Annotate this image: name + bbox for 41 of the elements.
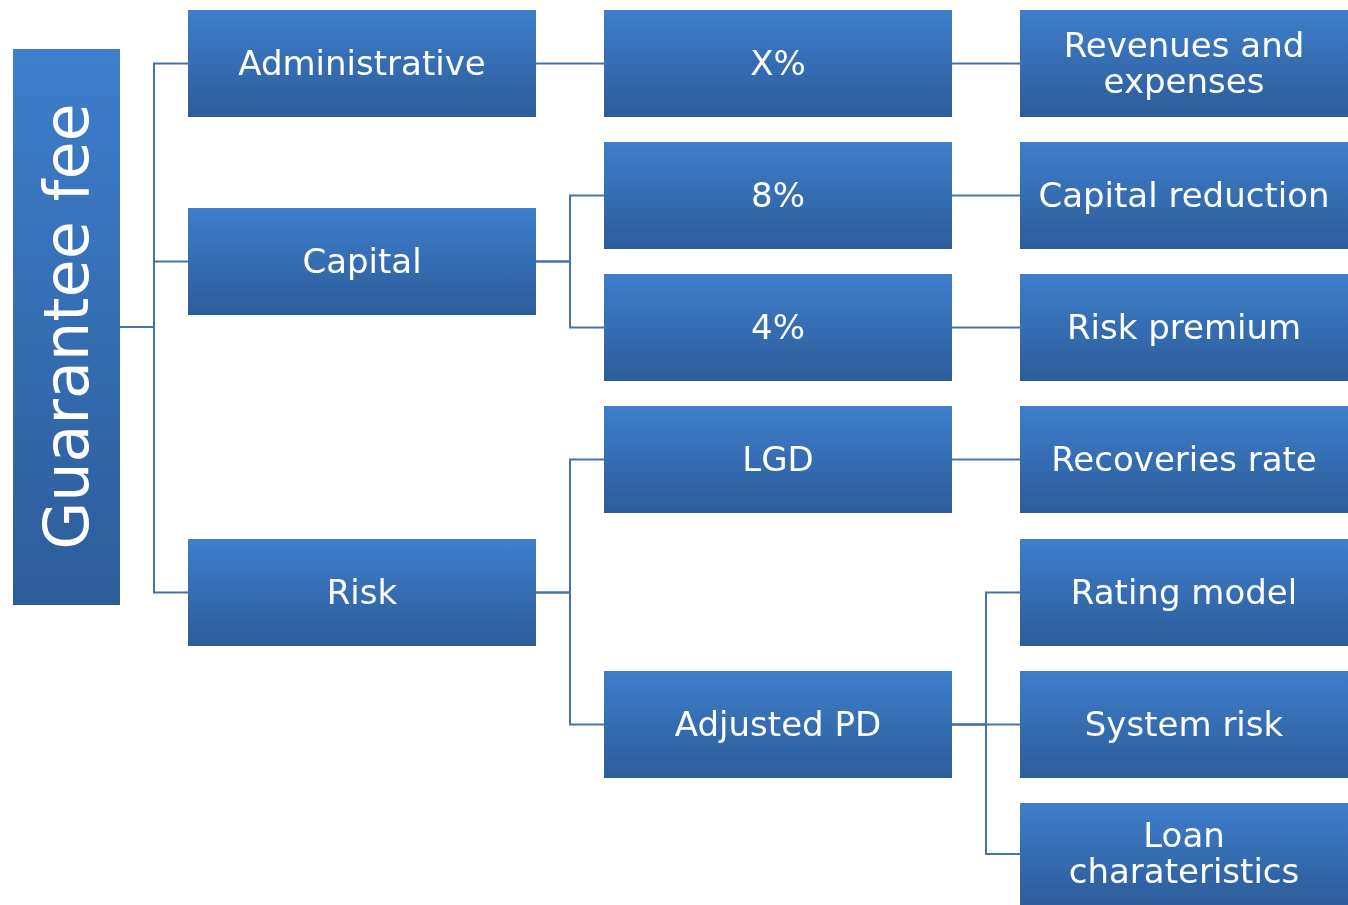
category-box	[1020, 671, 1348, 778]
box-label: X%	[749, 45, 807, 82]
box-label: System risk	[1083, 706, 1285, 743]
connector-line	[119, 326, 189, 594]
connector-line	[535, 62, 605, 65]
category-box	[604, 274, 952, 381]
box-label: Risk premium	[1065, 309, 1303, 346]
connector-line	[951, 326, 1021, 329]
connector-line	[951, 723, 1021, 855]
category-box	[188, 208, 536, 315]
category-box	[188, 539, 536, 646]
category-box	[1020, 803, 1348, 905]
category-box	[604, 142, 952, 249]
connector-line	[535, 260, 605, 329]
category-box	[604, 671, 952, 778]
box-label: Adjusted PD	[673, 706, 883, 743]
category-box	[1020, 406, 1348, 513]
connector-line	[951, 62, 1021, 65]
category-box	[188, 10, 536, 117]
category-box	[604, 406, 952, 513]
category-box	[1020, 274, 1348, 381]
box-label: 4%	[750, 309, 806, 346]
box-label: Recoveries rate	[1050, 441, 1318, 478]
category-box	[1020, 142, 1348, 249]
box-label: Guarantee fee	[33, 102, 100, 553]
category-box	[1020, 539, 1348, 646]
box-label: Revenues and expenses	[1062, 27, 1306, 100]
box-label: 8%	[750, 177, 806, 214]
connector-line	[535, 591, 605, 726]
box-label: LGD	[741, 441, 815, 478]
box-label: Administrative	[237, 45, 487, 82]
category-box	[1020, 10, 1348, 117]
box-label: Risk	[325, 574, 399, 611]
category-box	[13, 49, 120, 605]
box-label: Loan charateristics	[1067, 818, 1301, 890]
category-box	[604, 10, 952, 117]
connector-line	[951, 194, 1021, 197]
box-label: Rating model	[1069, 574, 1299, 611]
box-label: Capital reduction	[1037, 177, 1331, 214]
box-label: Capital	[301, 243, 423, 280]
connector-line	[951, 458, 1021, 461]
